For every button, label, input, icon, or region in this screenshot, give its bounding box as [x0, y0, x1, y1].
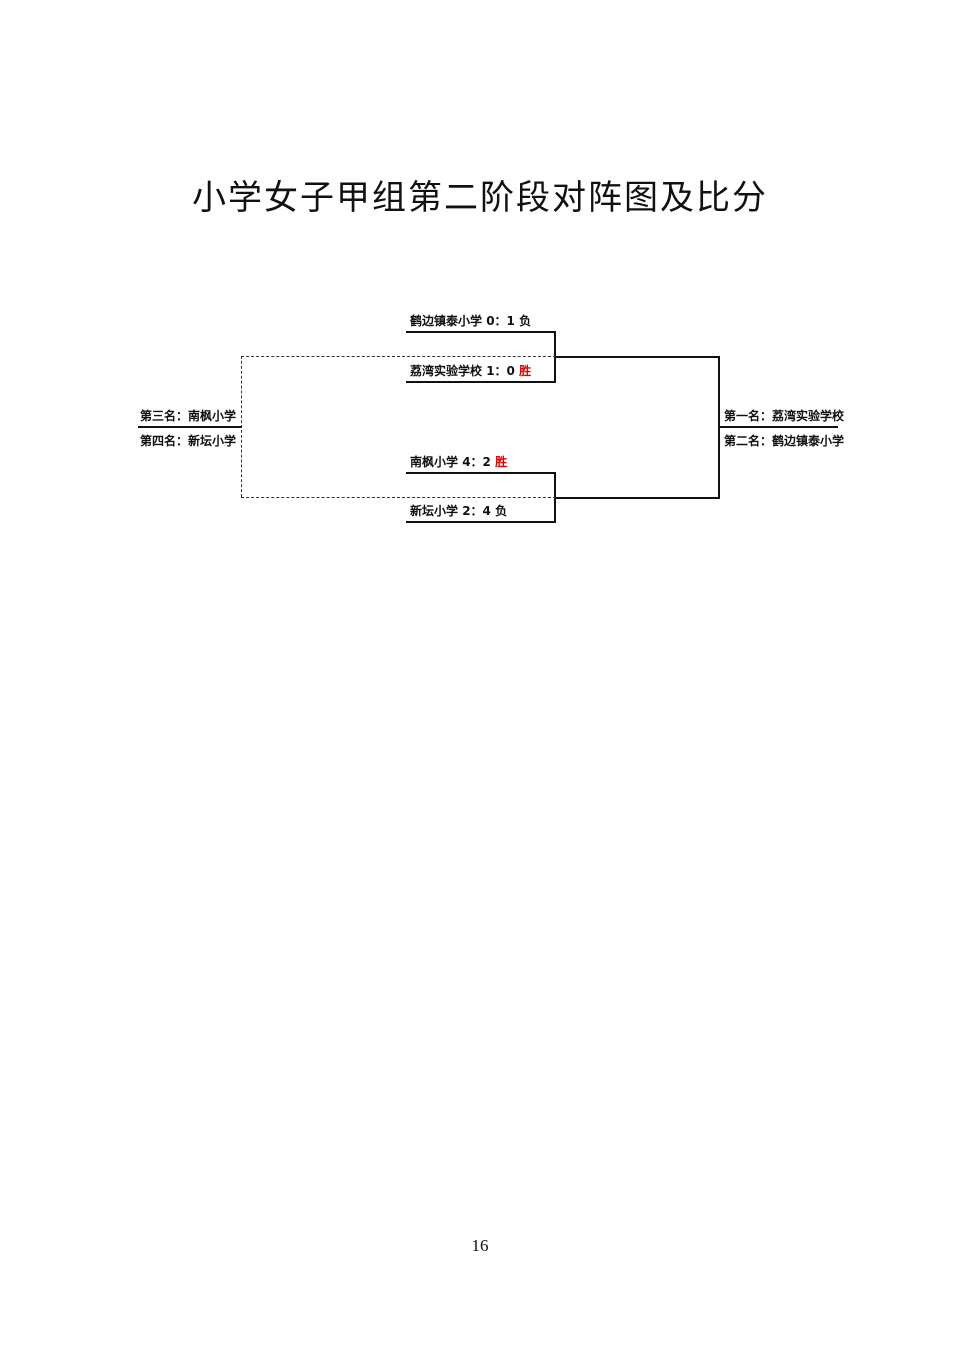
match-2-top-label: 南枫小学 4：2 胜	[410, 455, 507, 469]
result: 胜	[519, 364, 532, 378]
match-1-out-line	[554, 356, 720, 358]
fourth-place-label: 第四名：新坛小学	[140, 434, 237, 448]
page-number: 16	[471, 1236, 489, 1255]
score: 0：1	[486, 314, 515, 328]
result: 胜	[495, 455, 508, 469]
match-1-bottom-label: 荔湾实验学校 1：0 胜	[410, 364, 531, 378]
third-place-out-line	[138, 426, 242, 428]
third-place-label: 第三名：南枫小学	[140, 409, 237, 423]
final-out-line	[718, 426, 838, 428]
match-1-top-line	[406, 331, 556, 333]
team-name: 南枫小学	[410, 455, 459, 469]
third-place-dash-top	[241, 356, 556, 357]
third-place-dash-bottom	[241, 497, 556, 498]
match-1-bottom-line	[406, 381, 556, 383]
match-2-top-line	[406, 472, 556, 474]
team-name: 新坛小学	[410, 504, 459, 518]
second-place-label: 第二名：鹤边镇泰小学	[724, 434, 845, 448]
team-name: 荔湾实验学校	[410, 364, 483, 378]
score: 2：4	[462, 504, 491, 518]
result: 负	[495, 504, 508, 518]
score: 1：0	[486, 364, 515, 378]
match-2-bottom-label: 新坛小学 2：4 负	[410, 504, 507, 518]
match-2-bottom-line	[406, 521, 556, 523]
score: 4：2	[462, 455, 491, 469]
first-place-label: 第一名：荔湾实验学校	[724, 409, 845, 423]
match-2-out-line	[554, 497, 720, 499]
result: 负	[519, 314, 532, 328]
page-title: 小学女子甲组第二阶段对阵图及比分	[192, 178, 768, 218]
match-1-top-label: 鹤边镇泰小学 0：1 负	[410, 314, 531, 328]
team-name: 鹤边镇泰小学	[410, 314, 483, 328]
